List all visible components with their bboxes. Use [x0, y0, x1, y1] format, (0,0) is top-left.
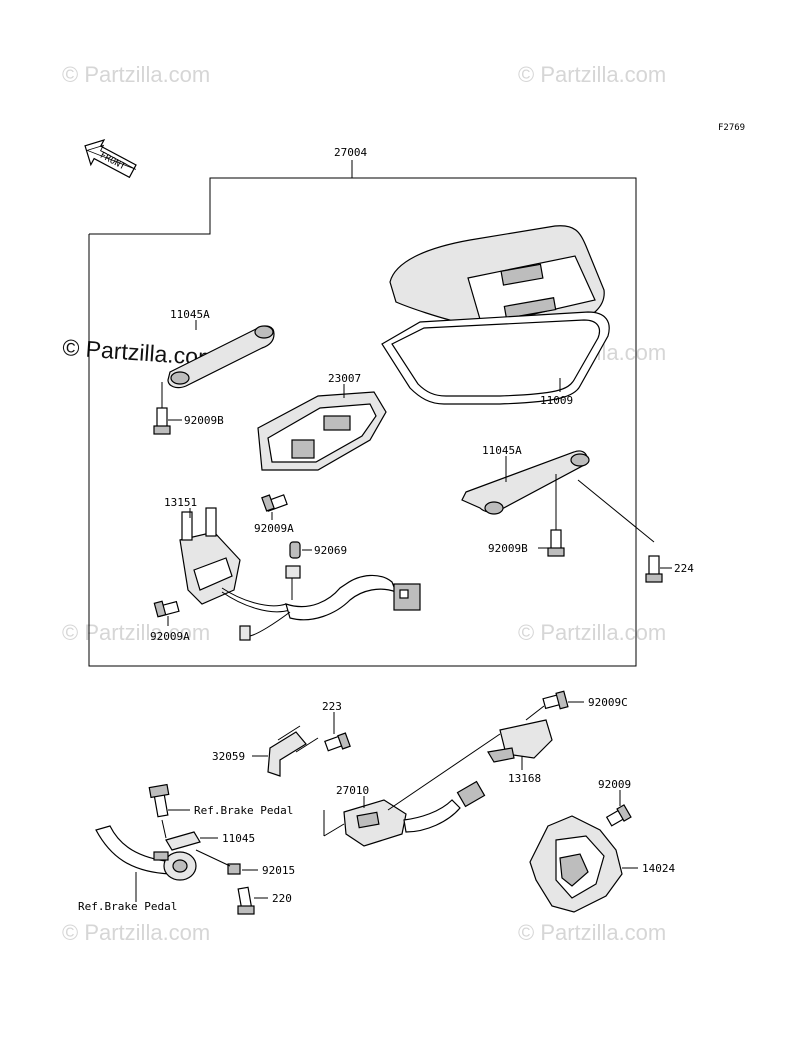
label-92009A-mid: 92009A [254, 522, 294, 535]
bolt-92009C [525, 690, 569, 721]
assembly-frame [88, 160, 637, 667]
bolt-brake-upper [148, 783, 170, 861]
label-224: 224 [674, 562, 694, 575]
bracket-32059 [267, 725, 319, 777]
watermark: © Partzilla.com [518, 920, 666, 945]
label-92009B-right: 92009B [488, 542, 528, 555]
bulb-92069 [289, 541, 301, 559]
watermark: © Partzilla.com [62, 920, 210, 945]
watermark: © Partzilla.com [518, 620, 666, 645]
housing-cover-11009 [381, 225, 610, 405]
label-27010: 27010 [336, 784, 369, 797]
figure-code: F2769 [718, 123, 745, 133]
label-92009C: 92009C [588, 696, 628, 709]
front-arrow-icon: FRONT [84, 139, 137, 179]
bracket-23007 [257, 391, 387, 471]
bracket-13168 [487, 719, 553, 763]
brake-pedal-ref [95, 825, 197, 881]
label-92009A-low: 92009A [150, 630, 190, 643]
label-92009: 92009 [598, 778, 631, 791]
bracket-11045A-right [461, 450, 590, 515]
ref-brake-pedal-upper: Ref.Brake Pedal [194, 804, 293, 817]
label-13151: 13151 [164, 496, 197, 509]
bolt-223 [324, 712, 351, 752]
label-92009B-left: 92009B [184, 414, 224, 427]
watermark: © Partzilla.com [518, 62, 666, 87]
switch-13151 [179, 507, 241, 605]
label-11045A-right: 11045A [482, 444, 522, 457]
label-11009: 11009 [540, 394, 573, 407]
watermark: © Partzilla.com [62, 620, 210, 645]
bolt-224 [577, 479, 663, 583]
ref-brake-pedal-lower: Ref.Brake Pedal [78, 900, 177, 913]
sensor-27010 [323, 733, 501, 847]
label-11045A-left: 11045A [170, 308, 210, 321]
label-23007: 23007 [328, 372, 361, 385]
bolt-92009B-left [153, 382, 171, 435]
label-92015: 92015 [262, 864, 295, 877]
cover-14024 [529, 815, 623, 913]
bolt-92009A-low [153, 600, 180, 618]
label-11045: 11045 [222, 832, 255, 845]
clamp-11045 [165, 831, 201, 851]
bracket-11045A-left [167, 325, 275, 389]
wire-harness [221, 565, 421, 641]
bolt-92009B-right [547, 474, 565, 557]
label-220: 220 [272, 892, 292, 905]
nut-92015 [195, 849, 241, 875]
label-92069: 92069 [314, 544, 347, 557]
label-14024: 14024 [642, 862, 675, 875]
label-223: 223 [322, 700, 342, 713]
bolt-92009A-mid [261, 494, 288, 512]
watermark: © Partzilla.com [62, 62, 210, 87]
label-27004: 27004 [334, 146, 367, 159]
label-32059: 32059 [212, 750, 245, 763]
bolt-92009 [605, 804, 632, 827]
label-13168: 13168 [508, 772, 541, 785]
bolt-220 [237, 886, 255, 915]
